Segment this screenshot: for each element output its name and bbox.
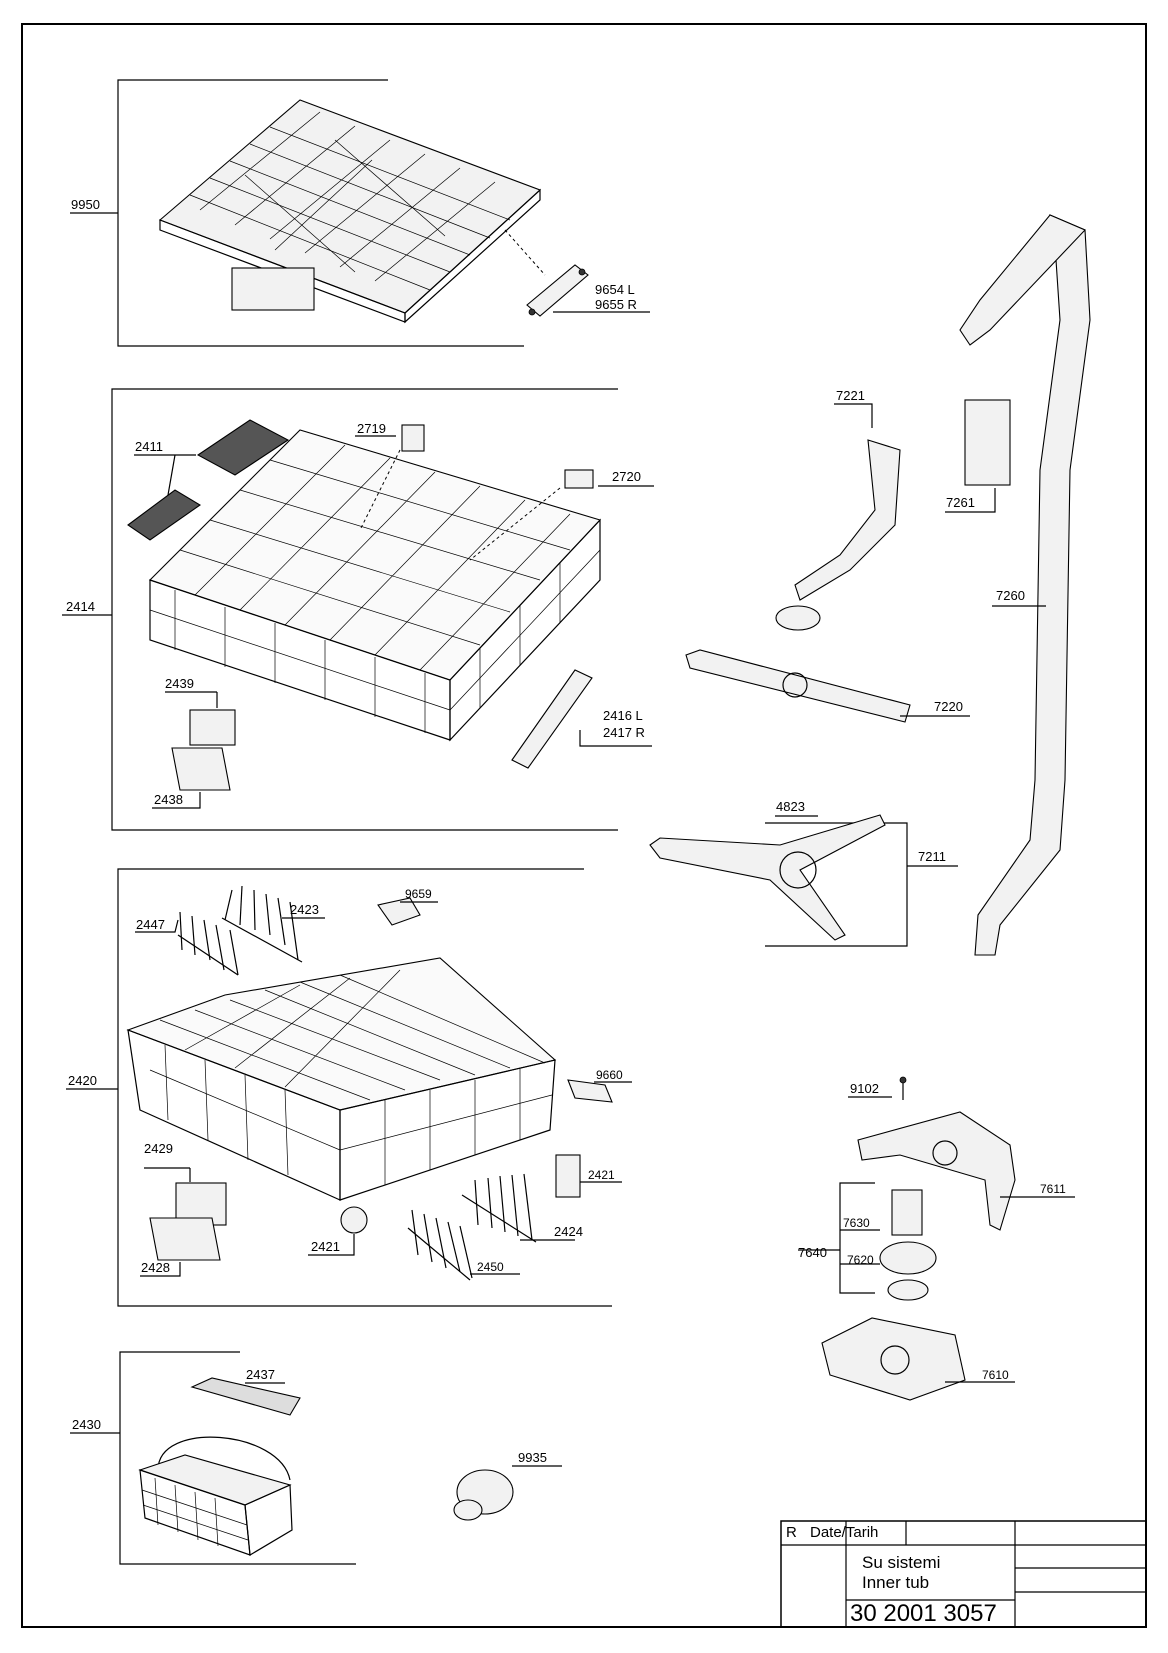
label-2438: 2438 bbox=[154, 792, 183, 807]
sheet-frame bbox=[21, 23, 1147, 1628]
label-2437: 2437 bbox=[246, 1367, 275, 1382]
label-7260: 7260 bbox=[996, 588, 1025, 603]
label-2719: 2719 bbox=[357, 421, 386, 436]
title-block-date-label: Date/Tarih bbox=[810, 1524, 879, 1541]
label-9935: 9935 bbox=[518, 1450, 547, 1465]
title-block-rev: R bbox=[786, 1524, 797, 1541]
label-2411: 2411 bbox=[135, 439, 163, 454]
label-2720: 2720 bbox=[612, 469, 641, 484]
label-2428: 2428 bbox=[141, 1260, 170, 1275]
title-block-title-tr: Su sistemi bbox=[862, 1553, 941, 1572]
label-9655: 9655 R bbox=[595, 297, 637, 312]
group-filter bbox=[798, 1076, 1075, 1401]
group-2414 bbox=[62, 388, 654, 831]
group-2420 bbox=[66, 868, 632, 1307]
label-4823: 4823 bbox=[776, 799, 805, 814]
label-7221: 7221 bbox=[836, 388, 865, 403]
label-2420: 2420 bbox=[68, 1073, 97, 1088]
label-7220: 7220 bbox=[934, 699, 963, 714]
title-block-title-en: Inner tub bbox=[862, 1573, 930, 1592]
label-7610: 7610 bbox=[982, 1368, 1009, 1382]
label-2417: 2417 R bbox=[603, 725, 645, 740]
title-block-frame bbox=[780, 1520, 1147, 1628]
label-2430: 2430 bbox=[72, 1417, 101, 1432]
label-7261: 7261 bbox=[946, 495, 975, 510]
label-2423: 2423 bbox=[290, 902, 319, 917]
group-9950 bbox=[70, 79, 650, 347]
label-7611: 7611 bbox=[1040, 1182, 1066, 1196]
label-9102: 9102 bbox=[850, 1081, 879, 1096]
group-2430 bbox=[70, 1351, 562, 1565]
label-2424: 2424 bbox=[554, 1224, 583, 1239]
label-2450: 2450 bbox=[477, 1260, 504, 1274]
label-2421-upper: 2421 bbox=[588, 1168, 615, 1182]
group-spray-arms bbox=[649, 214, 1091, 956]
label-9659: 9659 bbox=[405, 887, 432, 901]
label-2421-lower: 2421 bbox=[311, 1239, 340, 1254]
label-2429: 2429 bbox=[144, 1141, 173, 1156]
label-2447: 2447 bbox=[136, 917, 165, 932]
label-9654: 9654 L bbox=[595, 282, 635, 297]
label-7630: 7630 bbox=[843, 1216, 870, 1230]
label-2416: 2416 L bbox=[603, 708, 643, 723]
title-block-doc-number: 30 2001 3057 bbox=[850, 1600, 997, 1627]
label-7640: 7640 bbox=[798, 1245, 827, 1260]
label-9950: 9950 bbox=[71, 197, 100, 212]
label-7620: 7620 bbox=[847, 1253, 874, 1267]
label-7211: 7211 bbox=[918, 849, 946, 864]
label-2439: 2439 bbox=[165, 676, 194, 691]
label-2414: 2414 bbox=[66, 599, 95, 614]
label-9660: 9660 bbox=[596, 1068, 623, 1082]
